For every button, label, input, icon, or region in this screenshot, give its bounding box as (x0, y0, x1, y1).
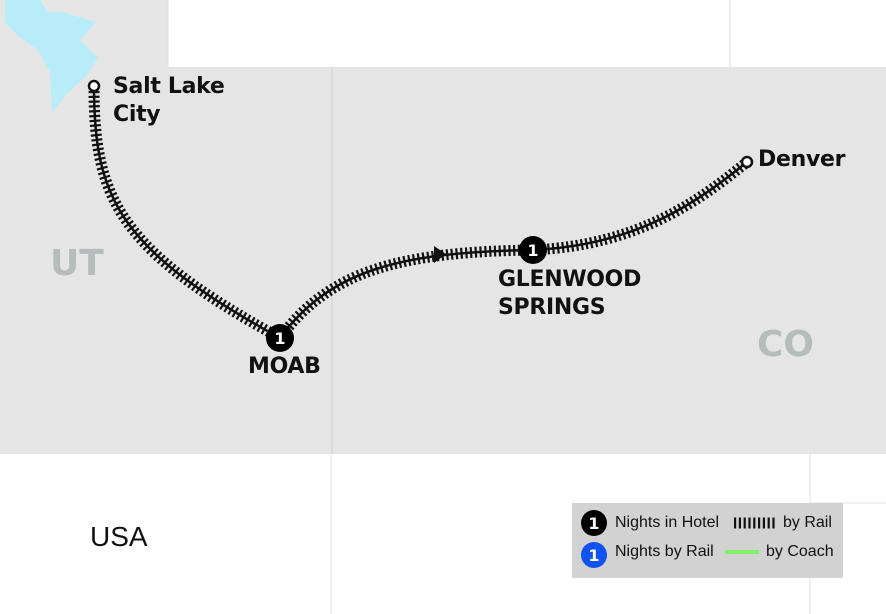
legend-hotel-badge: 1 (581, 510, 607, 536)
rail-route-glenwood-denver (532, 157, 751, 256)
glenwood-nights-count: 1 (527, 241, 538, 260)
moab-nights-count: 1 (274, 329, 285, 348)
state-label-colorado: CO (757, 324, 815, 365)
map-legend: 1 Nights in Hotel by Rail 1 Nights by Ra… (572, 503, 843, 578)
salt-lake-city-marker (87, 79, 101, 93)
glenwood-nights-badge: 1 (519, 236, 547, 264)
rail-route-slc-moab (88, 85, 283, 343)
legend-hotel-label: Nights in Hotel (615, 514, 720, 531)
city-label-glenwood-springs: GLENWOOD SPRINGS (498, 267, 642, 320)
legend-rail-night-label: Nights by Rail (615, 543, 714, 560)
utah-northeast-notch (168, 0, 332, 67)
direction-arrow-icon (434, 246, 446, 263)
denver-marker (740, 155, 754, 169)
moab-nights-badge: 1 (266, 324, 294, 352)
country-label: USA (90, 521, 148, 552)
state-label-utah: UT (50, 243, 104, 284)
city-label-salt-lake-city: Salt Lake City (113, 74, 225, 127)
legend-rail-icon (734, 517, 776, 529)
legend-rail-night-badge: 1 (581, 542, 607, 568)
city-label-denver: Denver (758, 147, 846, 172)
city-label-moab: MOAB (248, 354, 321, 379)
legend-coach-label: by Coach (766, 543, 834, 560)
legend-coach-line-icon (725, 550, 759, 554)
great-salt-lake (5, 0, 98, 112)
legend-rail-label: by Rail (783, 514, 832, 531)
rail-route-moab-glenwood (275, 244, 534, 342)
